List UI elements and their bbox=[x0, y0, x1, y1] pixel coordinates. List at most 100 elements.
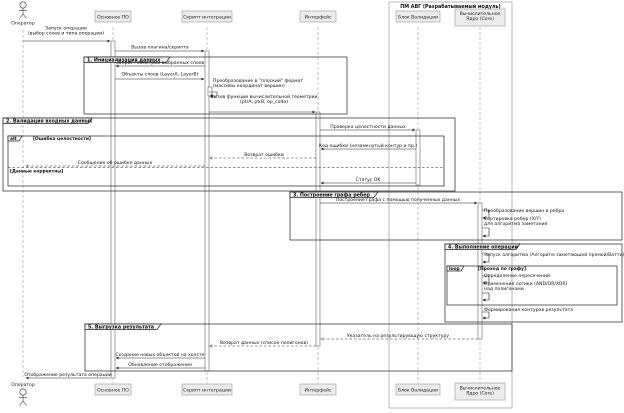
message-m5: Преобразование в "плоский" формат(массив… bbox=[209, 77, 303, 98]
message-m20: Возврат данных (список полигонов) bbox=[210, 340, 316, 346]
loop-block: loop [Проход по графу] bbox=[446, 265, 618, 306]
participant-integration-script-top: Скрипт интеграции bbox=[181, 10, 233, 23]
message-label: Сортировка ребер (X/Y)для алгоритма заме… bbox=[484, 216, 548, 227]
message-m9: Возврат ошибки bbox=[210, 152, 316, 158]
message-label: Определение пересечений bbox=[484, 272, 550, 279]
message-label: Создание новых объектов на холсте bbox=[116, 352, 205, 358]
group-4-operation: 4. Выполнение операции bbox=[444, 243, 623, 323]
participant-integration-script-bottom: Скрипт интеграции bbox=[181, 383, 233, 396]
self-call-arrow bbox=[482, 209, 490, 220]
message-label: Преобразование в "плоский" формат(массив… bbox=[213, 77, 303, 89]
message-m6: Вызов функции вычислительной геометрии(p… bbox=[209, 93, 318, 114]
message-label: Отображение результата операции bbox=[24, 372, 111, 378]
message-label: Запуск операции(выбор слоев и типа опера… bbox=[28, 25, 104, 36]
self-call-arrow bbox=[482, 253, 490, 264]
participant-label: Основное ПО bbox=[97, 15, 129, 21]
message-label: Вызов плагина/скрипта bbox=[131, 45, 189, 51]
participant-label: Скрипт интеграции bbox=[183, 15, 231, 21]
alt-condition: [Ошибка целостности] bbox=[33, 135, 91, 142]
participant-label: Оператор bbox=[11, 382, 35, 388]
message-m8: Код ошибки (незамкнутый контур и пр.) bbox=[319, 142, 418, 151]
message-m21: Создание новых объектов на холсте bbox=[116, 352, 205, 360]
alt-else-condition: [Данные корректны] bbox=[10, 169, 63, 175]
self-call-arrow bbox=[209, 91, 218, 98]
participant-operator-bottom: Оператор bbox=[11, 382, 35, 406]
participant-label: Оператор bbox=[11, 21, 35, 27]
participant-label: Блок Валидации bbox=[398, 15, 438, 21]
message-label: Формирование контуров результата bbox=[484, 307, 573, 313]
group-3-graph-building: 3. Построение графа ребер bbox=[289, 191, 623, 241]
message-label: Возврат ошибки bbox=[244, 152, 284, 158]
message-m2: Вызов плагина/скрипта bbox=[115, 45, 205, 53]
group-title: 3. Построение графа ребер bbox=[293, 191, 370, 198]
activation-integration-script bbox=[204, 50, 210, 372]
messages-layer: Запуск операции(выбор слоев и типа опера… bbox=[23, 25, 624, 380]
message-m16: Определение пересечений bbox=[482, 272, 550, 285]
group-title: 1. Инициализация данных bbox=[87, 57, 161, 63]
message-m23: Отображение результата операции bbox=[24, 372, 112, 380]
self-call-arrow bbox=[482, 227, 490, 238]
participant-label: Интерфейс bbox=[304, 387, 332, 394]
message-label: Указатель на результирующую структуру bbox=[347, 333, 450, 339]
participant-label: Интерфейс bbox=[304, 14, 332, 21]
alt-block: alt [Ошибка целостности] [Данные коррект… bbox=[7, 135, 445, 187]
message-label: Применение логики (AND/OR/XOR)над полиго… bbox=[484, 281, 568, 292]
self-call-arrow bbox=[482, 275, 490, 285]
participant-main-software-top: Основное ПО bbox=[94, 10, 132, 23]
message-label: Сообщение об ошибке данных bbox=[78, 160, 153, 166]
message-m1: Запуск операции(выбор слоев и типа опера… bbox=[23, 25, 111, 43]
message-m13: Преобразование вершин в ребра bbox=[482, 208, 564, 220]
participant-main-software-bottom: Основное ПО bbox=[94, 383, 132, 396]
group-2-validation: 2. Валидация входных данных bbox=[2, 117, 456, 192]
message-label: Запрос геометрии выбранных слоев bbox=[116, 60, 205, 66]
message-label: Преобразование вершин в ребра bbox=[484, 208, 564, 214]
message-m17: Применение логики (AND/OR/XOR)над полиго… bbox=[482, 281, 568, 302]
group-5-export: 5. Выгрузка результата bbox=[84, 323, 513, 372]
participant-label: Скрипт интеграции bbox=[183, 388, 231, 394]
message-m15: Запуск алгоритма (Алгоритм заметающей пр… bbox=[482, 251, 624, 264]
loop-condition: [Проход по графу] bbox=[478, 265, 526, 272]
message-label: Возврат данных (список полигонов) bbox=[220, 340, 308, 346]
message-m19: Указатель на результирующую структуру bbox=[321, 333, 478, 339]
self-call-arrow bbox=[482, 311, 490, 320]
alt-keyword: alt bbox=[10, 136, 17, 142]
message-label: Запуск алгоритма (Алгоритм заметающей пр… bbox=[484, 251, 624, 258]
message-label: Вызов функции вычислительной геометрии(p… bbox=[211, 93, 318, 105]
activation-main-software bbox=[110, 40, 116, 379]
message-label: Обновление отображения bbox=[128, 362, 192, 368]
message-m14: Сортировка ребер (X/Y)для алгоритма заме… bbox=[482, 216, 548, 238]
group-title: 2. Валидация входных данных bbox=[6, 118, 93, 124]
participant-validation-block-bottom: Блок Валидации bbox=[395, 383, 441, 396]
participant-interface-bottom: Интерфейс bbox=[299, 383, 337, 396]
message-m3: Запрос геометрии выбранных слоев bbox=[115, 60, 205, 68]
message-label: Объекты слоев (LayerA, LayerB) bbox=[122, 72, 199, 78]
activation-validation-block bbox=[415, 129, 421, 186]
message-m12: Построение графа с помощью полученных да… bbox=[320, 197, 478, 205]
message-m4: Объекты слоев (LayerA, LayerB) bbox=[115, 72, 205, 81]
message-m10: Сообщение об ошибке данных bbox=[26, 160, 205, 166]
message-m18: Формирование контуров результата bbox=[482, 307, 573, 320]
participant-validation-block-top: Блок Валидации bbox=[395, 10, 441, 23]
participant-label: Основное ПО bbox=[97, 388, 129, 394]
group-title: 5. Выгрузка результата bbox=[88, 324, 154, 330]
participant-interface-top: Интерфейс bbox=[299, 10, 337, 23]
message-m22: Обновление отображения bbox=[115, 362, 205, 370]
message-label: Проверка целостности данных bbox=[330, 124, 406, 130]
message-label: Код ошибки (незамкнутый контур и пр.) bbox=[319, 142, 418, 149]
module-boundary-box: ПМ АВГ (Разрабатываемый модуль) bbox=[388, 1, 513, 409]
participant-operator-top: Оператор bbox=[11, 1, 35, 27]
group-title: 4. Выполнение операции bbox=[448, 244, 518, 250]
participant-label: Блок Валидации bbox=[398, 388, 438, 394]
loop-keyword: loop bbox=[449, 266, 460, 272]
module-boundary-title: ПМ АВГ (Разрабатываемый модуль) bbox=[400, 3, 500, 10]
message-m7: Проверка целостности данных bbox=[320, 124, 416, 132]
message-label: Статус OK bbox=[356, 177, 382, 183]
activation-computing-core bbox=[477, 202, 483, 340]
message-label: Построение графа с помощью полученных да… bbox=[336, 197, 461, 203]
message-m11: Статус OK bbox=[320, 177, 416, 185]
